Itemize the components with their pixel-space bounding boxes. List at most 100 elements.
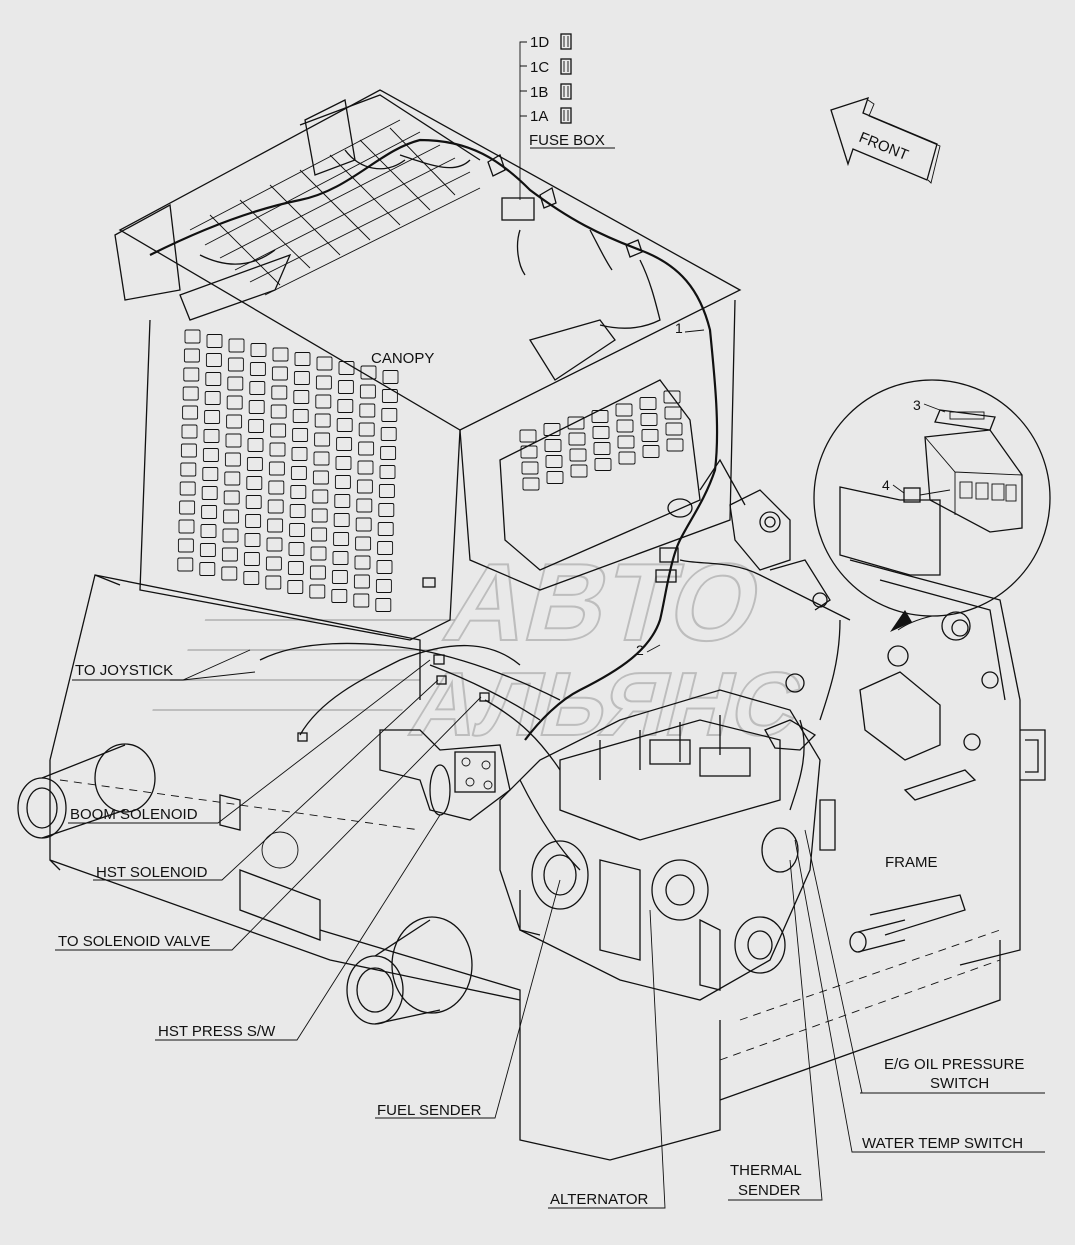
mesh-cell bbox=[182, 386, 199, 401]
mesh-cell bbox=[289, 504, 306, 518]
mesh-cell bbox=[267, 518, 284, 533]
mesh-cell bbox=[332, 551, 349, 565]
engine-drawing bbox=[379, 671, 966, 1001]
callout-3: 3 bbox=[913, 397, 921, 413]
mesh-cell bbox=[294, 352, 311, 366]
mesh-cell bbox=[271, 366, 288, 381]
mesh-cell bbox=[205, 372, 222, 386]
mesh-cell bbox=[592, 426, 610, 439]
mesh-cell bbox=[289, 523, 306, 537]
mesh-cell bbox=[293, 371, 310, 385]
mesh-cell bbox=[179, 500, 196, 515]
mesh-cell bbox=[353, 593, 370, 608]
watermark: ABTO АЛЬЯНС bbox=[152, 540, 813, 756]
wiring-harness bbox=[149, 138, 851, 871]
label-water-temp-switch: WATER TEMP SWITCH bbox=[862, 1135, 1023, 1152]
mesh-cell bbox=[265, 575, 282, 590]
mesh-cell bbox=[522, 477, 540, 491]
mesh-cell bbox=[292, 428, 309, 442]
mesh-cell bbox=[617, 435, 635, 449]
mesh-cell bbox=[331, 570, 348, 584]
mesh-cell bbox=[247, 438, 264, 452]
mesh-cell bbox=[356, 498, 373, 513]
mesh-cell bbox=[226, 414, 243, 429]
fuse-icon bbox=[560, 107, 572, 124]
mesh-cell bbox=[546, 471, 564, 484]
mesh-cell bbox=[375, 579, 392, 593]
mesh-cell bbox=[226, 395, 243, 410]
mesh-cell bbox=[201, 486, 218, 500]
mesh-cell bbox=[640, 413, 658, 426]
mesh-cell bbox=[203, 429, 220, 443]
mesh-cell bbox=[358, 441, 375, 456]
mesh-cell bbox=[641, 429, 659, 442]
front-arrow: FRONT bbox=[830, 96, 941, 184]
canopy-label: CANOPY bbox=[371, 350, 434, 367]
mesh-cell bbox=[379, 465, 396, 479]
mesh-cell bbox=[224, 471, 241, 486]
frame-label: FRAME bbox=[885, 854, 938, 871]
mesh-cell bbox=[336, 418, 353, 432]
callout-1: 1 bbox=[675, 320, 683, 336]
mesh-cell bbox=[639, 397, 657, 410]
mesh-cell bbox=[200, 524, 217, 538]
mesh-cell bbox=[312, 470, 329, 485]
axle-tubes bbox=[17, 743, 473, 1025]
mesh-cell bbox=[333, 513, 350, 527]
mesh-cell bbox=[221, 566, 238, 581]
mesh-cell bbox=[358, 422, 375, 437]
mesh-cell bbox=[246, 476, 263, 490]
mesh-cell bbox=[315, 394, 332, 409]
mesh-cell bbox=[272, 347, 289, 362]
mesh-cell bbox=[180, 462, 197, 477]
label-to-solenoid-valve: TO SOLENOID VALVE bbox=[58, 933, 211, 950]
mesh-cell bbox=[545, 455, 563, 468]
label-alternator: ALTERNATOR bbox=[550, 1191, 649, 1208]
mesh-cell bbox=[177, 557, 194, 572]
mesh-cell bbox=[183, 367, 200, 382]
mesh-cell bbox=[266, 537, 283, 552]
mesh-cell bbox=[311, 508, 328, 523]
mesh-cell bbox=[179, 481, 196, 496]
mesh-cell bbox=[288, 542, 305, 556]
mesh-cell bbox=[202, 448, 219, 462]
mesh-cell bbox=[265, 556, 282, 571]
front-mesh bbox=[177, 329, 399, 612]
mesh-cell bbox=[316, 356, 333, 371]
label-fuel-sender: FUEL SENDER bbox=[377, 1102, 482, 1119]
detail-inset bbox=[813, 379, 1051, 632]
mesh-cell bbox=[180, 443, 197, 458]
mesh-cell bbox=[201, 505, 218, 519]
mesh-cell bbox=[359, 384, 376, 399]
mesh-cell bbox=[221, 547, 238, 562]
mesh-cell bbox=[355, 536, 372, 551]
mesh-cell bbox=[544, 439, 562, 452]
mesh-cell bbox=[223, 509, 240, 524]
mesh-cell bbox=[243, 552, 260, 566]
mesh-cell bbox=[178, 519, 195, 534]
mesh-cell bbox=[267, 499, 284, 514]
mesh-cell bbox=[183, 348, 200, 363]
mesh-cell bbox=[353, 574, 370, 589]
mesh-cell bbox=[314, 432, 331, 447]
leader-lines bbox=[55, 41, 1045, 1209]
fuse-box-title: FUSE BOX bbox=[529, 132, 605, 149]
mesh-cell bbox=[177, 538, 194, 553]
mesh-cell bbox=[291, 447, 308, 461]
mesh-cell bbox=[270, 423, 287, 438]
mesh-cell bbox=[248, 419, 265, 433]
label-thermal-sender-line2: SENDER bbox=[738, 1182, 801, 1199]
fuse-icon bbox=[560, 33, 572, 50]
mesh-cell bbox=[199, 562, 216, 576]
mesh-cell bbox=[520, 445, 538, 459]
mesh-cell bbox=[354, 555, 371, 570]
callout-4: 4 bbox=[882, 477, 890, 493]
mesh-cell bbox=[375, 598, 392, 612]
roof-grid bbox=[189, 119, 481, 296]
mesh-cell bbox=[184, 329, 201, 344]
mesh-cell bbox=[381, 389, 398, 403]
label-thermal-sender-line1: THERMAL bbox=[730, 1162, 802, 1179]
mesh-cell bbox=[225, 433, 242, 448]
fuse-label-1a: 1A bbox=[530, 108, 548, 125]
